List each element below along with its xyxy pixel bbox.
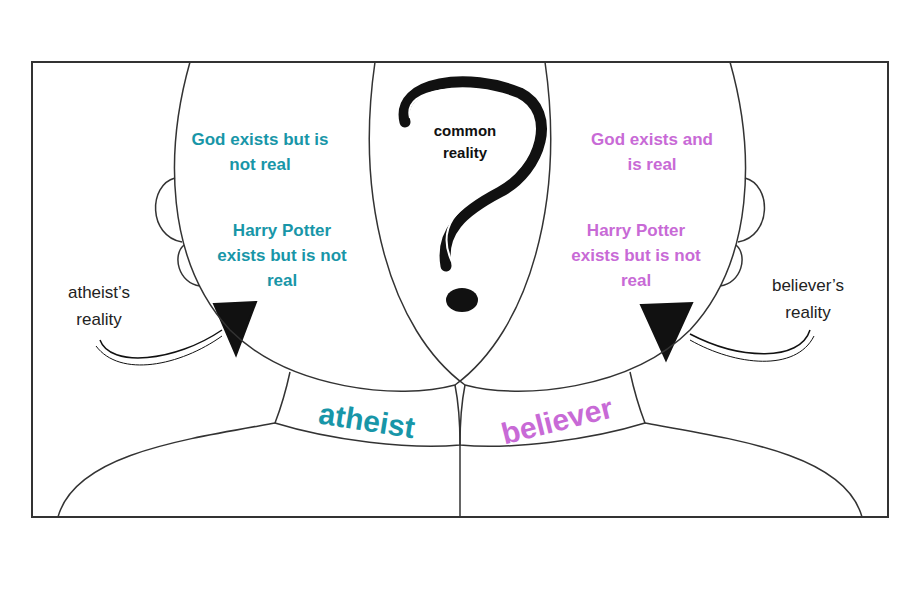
- atheist-neck: atheist: [268, 365, 464, 460]
- question-dot: [446, 288, 478, 312]
- earring: [641, 303, 692, 360]
- belief-text: Harry Potter exists but is not real: [566, 218, 706, 293]
- shoulder-line: [58, 423, 275, 517]
- person-label: atheist: [296, 397, 438, 444]
- outline-path: [275, 372, 460, 446]
- ear: [156, 178, 182, 242]
- callout-label: believer’s reality: [753, 272, 863, 326]
- center-line: [459, 445, 461, 517]
- believer-neck: believer: [456, 365, 652, 460]
- callout-label: atheist’s reality: [44, 279, 154, 333]
- ear: [738, 178, 764, 242]
- belief-text: God exists and is real: [587, 127, 717, 177]
- outline-path: [175, 62, 551, 391]
- outline: [150, 62, 570, 402]
- center-label: common reality: [410, 120, 520, 164]
- shoulder-line: [645, 423, 862, 517]
- leader-line: [690, 336, 814, 361]
- atheist-head: God exists but is not realHarry Potter e…: [150, 62, 570, 402]
- leader-line: [690, 330, 810, 354]
- leader-line: [96, 336, 222, 365]
- outline-path: [369, 62, 745, 391]
- question-mark-scribble: [409, 89, 533, 262]
- leader-line: [100, 330, 222, 358]
- frame: [32, 62, 888, 517]
- belief-text: Harry Potter exists but is not real: [212, 218, 352, 293]
- belief-text: God exists but is not real: [185, 127, 335, 177]
- believer-head: God exists and is realHarry Potter exist…: [350, 62, 770, 402]
- question-mark: [404, 82, 541, 266]
- outline: [350, 62, 770, 402]
